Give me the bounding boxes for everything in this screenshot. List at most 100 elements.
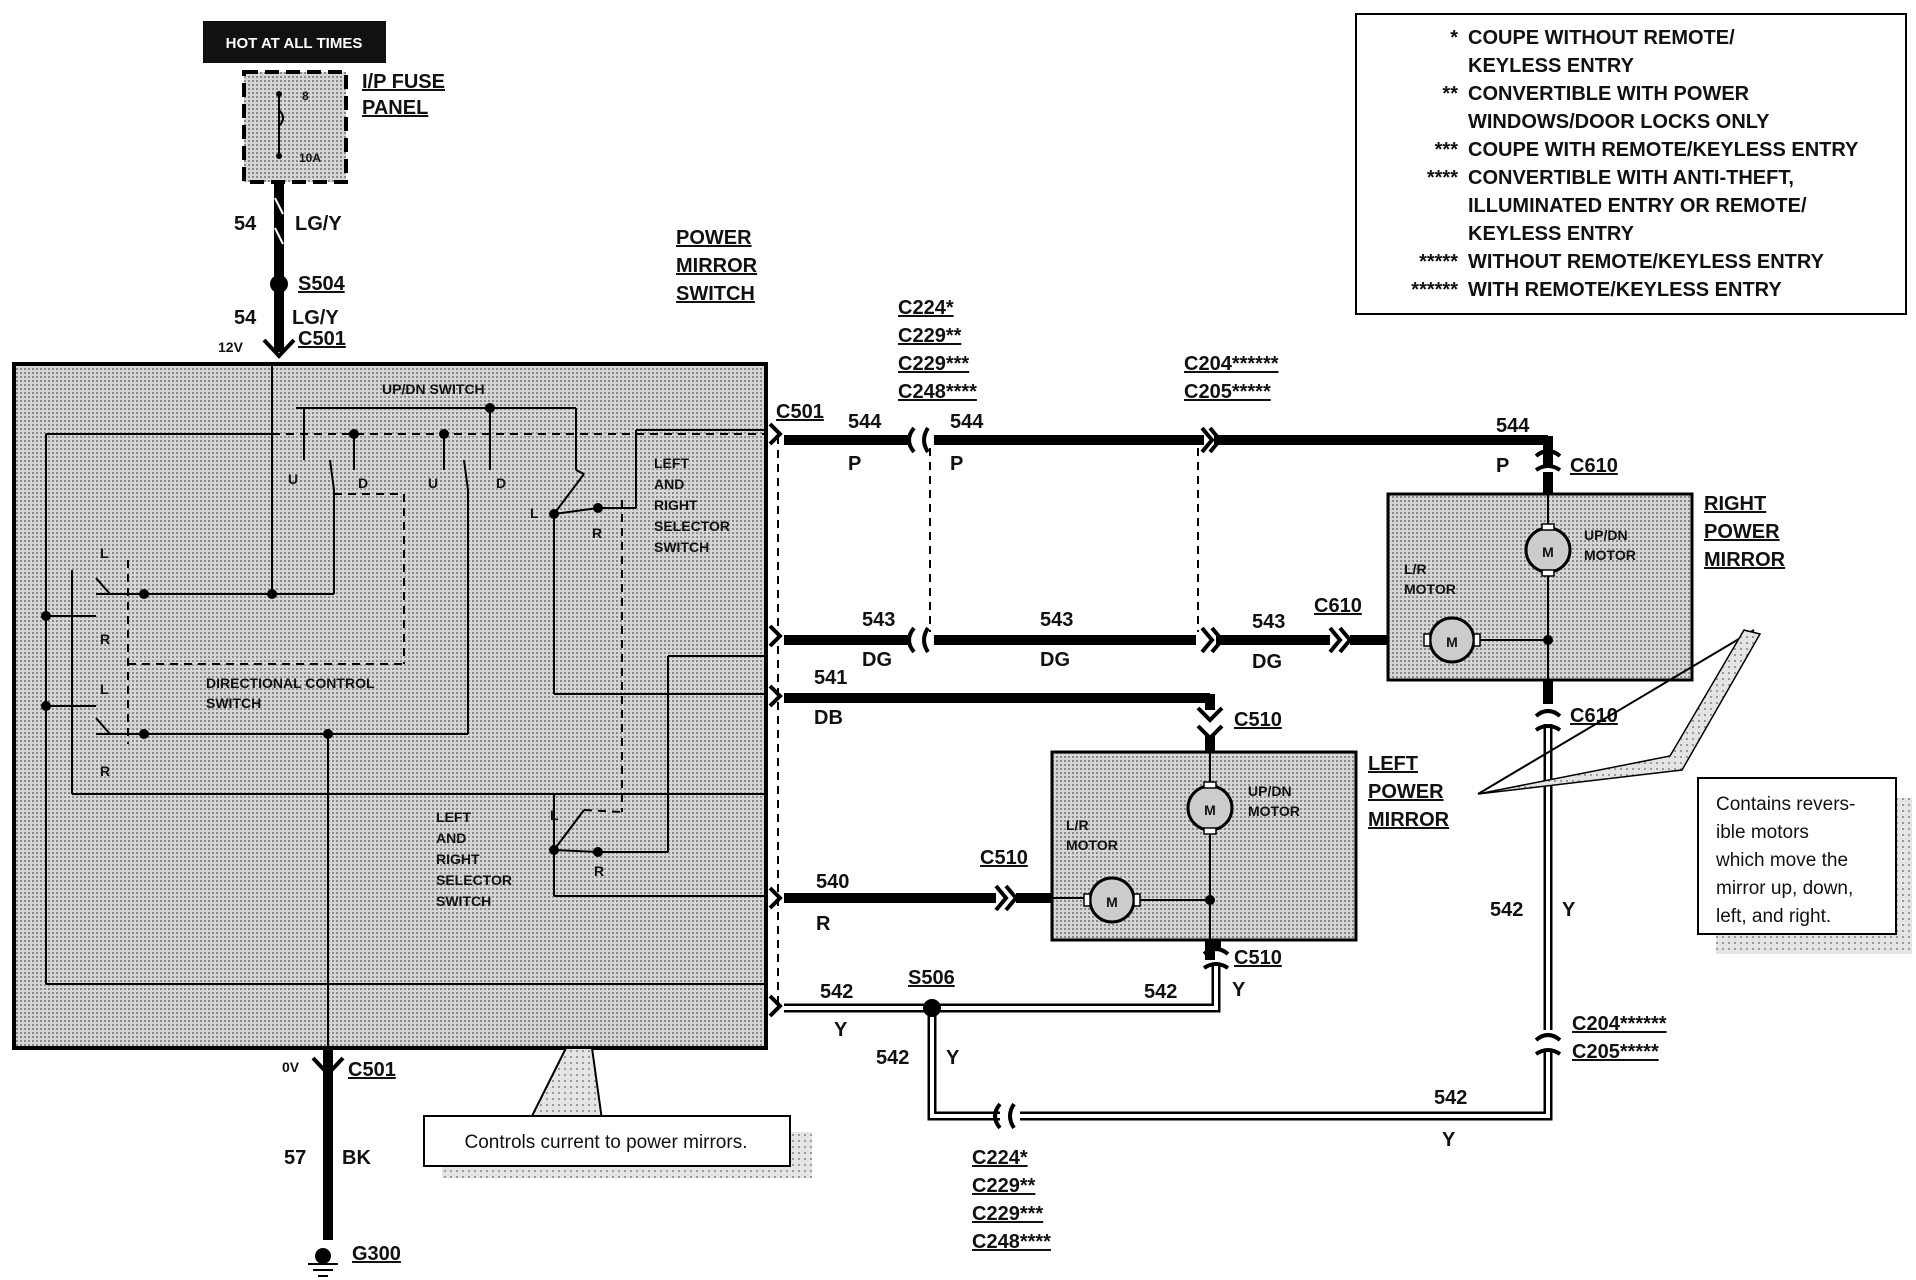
fuse-panel-title-1: I/P FUSE bbox=[362, 71, 445, 93]
wire-544-number-1: 544 bbox=[848, 411, 882, 433]
wire-541 bbox=[784, 693, 1224, 752]
wire-543 bbox=[784, 626, 1388, 654]
wire-542-number-5: 542 bbox=[1490, 899, 1523, 921]
directional-control-label-2: SWITCH bbox=[206, 695, 261, 711]
svg-text:SWITCH: SWITCH bbox=[654, 539, 709, 555]
fuse-symbol-icon bbox=[278, 109, 284, 127]
wire-541-number: 541 bbox=[814, 667, 847, 689]
svg-text:C204******: C204****** bbox=[1572, 1013, 1667, 1035]
svg-text:LEFT: LEFT bbox=[654, 455, 689, 471]
left-updn-motor-label-2: MOTOR bbox=[1248, 803, 1300, 819]
svg-text:which move the: which move the bbox=[1715, 850, 1848, 871]
wire-543-color-2: DG bbox=[1040, 649, 1070, 671]
svg-text:SWITCH: SWITCH bbox=[436, 893, 491, 909]
splice-s506 bbox=[923, 999, 941, 1017]
connector-c610-top-label: C610 bbox=[1570, 455, 1618, 477]
fuse-rating: 10A bbox=[299, 151, 321, 165]
selector-top-r: R bbox=[592, 525, 602, 541]
dir-switch-l-1: L bbox=[100, 545, 109, 561]
wire-542-color-4: Y bbox=[1442, 1129, 1456, 1151]
wire-543-number-2: 543 bbox=[1040, 609, 1073, 631]
directional-control-label-1: DIRECTIONAL CONTROL bbox=[206, 675, 375, 691]
left-updn-motor-label-1: UP/DN bbox=[1248, 783, 1292, 799]
wire-57-number: 57 bbox=[284, 1147, 306, 1169]
motors-callout-leader-1 bbox=[1477, 629, 1755, 795]
wire-542-color-1: Y bbox=[834, 1019, 848, 1041]
legend-text-7: ILLUMINATED ENTRY OR REMOTE/ bbox=[1468, 195, 1807, 217]
svg-text:ible motors: ible motors bbox=[1716, 822, 1809, 843]
svg-text:Contains revers-: Contains revers- bbox=[1716, 794, 1855, 815]
switch-u-1: U bbox=[288, 471, 298, 487]
hot-at-all-times-label: HOT AT ALL TIMES bbox=[226, 35, 363, 52]
svg-text:AND: AND bbox=[654, 476, 684, 492]
svg-text:AND: AND bbox=[436, 830, 466, 846]
splice-s504-label: S504 bbox=[298, 273, 346, 295]
selector-bottom-r: R bbox=[594, 863, 604, 879]
dir-switch-r-1: R bbox=[100, 631, 110, 647]
legend-text-10: WITH REMOTE/KEYLESS ENTRY bbox=[1468, 279, 1782, 301]
legend-mark-5: *** bbox=[1435, 139, 1459, 161]
svg-text:C248****: C248**** bbox=[972, 1231, 1051, 1253]
fuse-panel-title-2: PANEL bbox=[362, 97, 428, 119]
fuse-number: 8 bbox=[302, 89, 309, 103]
svg-text:LEFT: LEFT bbox=[436, 809, 471, 825]
legend-mark-3: ** bbox=[1442, 83, 1458, 105]
wire-542-number-1: 542 bbox=[820, 981, 853, 1003]
wire-540-color: R bbox=[816, 913, 831, 935]
wire-54-color-2: LG/Y bbox=[292, 307, 339, 329]
legend-text-2: KEYLESS ENTRY bbox=[1468, 55, 1635, 77]
wire-543-color-3: DG bbox=[1252, 651, 1282, 673]
wire-543-color-1: DG bbox=[862, 649, 892, 671]
svg-text:left, and right.: left, and right. bbox=[1716, 906, 1831, 927]
wire-543-number-3: 543 bbox=[1252, 611, 1285, 633]
svg-text:C229***: C229*** bbox=[972, 1203, 1043, 1225]
wire-544-number-2: 544 bbox=[950, 411, 984, 433]
legend-box bbox=[1355, 13, 1907, 315]
connector-c224-bottom-labels: C224* C229** C229*** C248**** bbox=[972, 1147, 1051, 1253]
left-lr-motor-label-1: L/R bbox=[1066, 817, 1089, 833]
wire-542-number-2: 542 bbox=[1144, 981, 1177, 1003]
switch-title-1: POWER bbox=[676, 227, 752, 249]
switch-title-3: SWITCH bbox=[676, 283, 755, 305]
connector-c610-543-label: C610 bbox=[1314, 595, 1362, 617]
svg-text:C229**: C229** bbox=[972, 1175, 1036, 1197]
splice-s504 bbox=[270, 275, 288, 293]
wire-544-color-3: P bbox=[1496, 455, 1509, 477]
left-updn-motor-m: M bbox=[1204, 802, 1216, 818]
svg-text:C204******: C204****** bbox=[1184, 353, 1279, 375]
switch-d-2: D bbox=[496, 475, 506, 491]
right-power-mirror-title: RIGHT POWER MIRROR bbox=[1704, 493, 1786, 571]
legend-text-6: CONVERTIBLE WITH ANTI-THEFT, bbox=[1468, 167, 1794, 189]
wire-542 bbox=[784, 709, 1562, 1130]
svg-text:C229***: C229*** bbox=[898, 353, 969, 375]
wire-540-number: 540 bbox=[816, 871, 849, 893]
legend-text-3: CONVERTIBLE WITH POWER bbox=[1468, 83, 1750, 105]
motors-callout-pointer bbox=[1477, 629, 1762, 795]
svg-text:C229**: C229** bbox=[898, 325, 962, 347]
connector-c610-bottom-label: C610 bbox=[1570, 705, 1618, 727]
switch-callout-text: Controls current to power mirrors. bbox=[465, 1132, 748, 1153]
dir-switch-r-2: R bbox=[100, 763, 110, 779]
selector-switch-top-label: LEFT AND RIGHT SELECTOR SWITCH bbox=[654, 455, 730, 555]
switch-u-2: U bbox=[428, 475, 438, 491]
wire-54-color: LG/Y bbox=[295, 213, 342, 235]
connector-c501-bottom-label: C501 bbox=[348, 1059, 396, 1081]
wire-543-number-1: 543 bbox=[862, 609, 895, 631]
connector-c510-top-label: C510 bbox=[1234, 709, 1282, 731]
legend-text-4: WINDOWS/DOOR LOCKS ONLY bbox=[1468, 111, 1770, 133]
legend-text-1: COUPE WITHOUT REMOTE/ bbox=[1468, 27, 1735, 49]
legend-mark-9: ***** bbox=[1419, 251, 1458, 273]
svg-text:C248****: C248**** bbox=[898, 381, 977, 403]
ground-g300-label: G300 bbox=[352, 1243, 401, 1265]
svg-text:SELECTOR: SELECTOR bbox=[654, 518, 730, 534]
wire-542-number-4: 542 bbox=[1434, 1087, 1467, 1109]
selector-bottom-l: L bbox=[550, 807, 559, 823]
right-lr-motor-label-1: L/R bbox=[1404, 561, 1427, 577]
svg-text:C205*****: C205***** bbox=[1184, 381, 1271, 403]
switch-callout-box bbox=[423, 1115, 791, 1167]
right-lr-motor-m: M bbox=[1446, 634, 1458, 650]
svg-text:C224*: C224* bbox=[898, 297, 954, 319]
c501-output-pins bbox=[768, 422, 783, 1018]
connector-c510-540-label: C510 bbox=[980, 847, 1028, 869]
wire-544-color-2: P bbox=[950, 453, 963, 475]
